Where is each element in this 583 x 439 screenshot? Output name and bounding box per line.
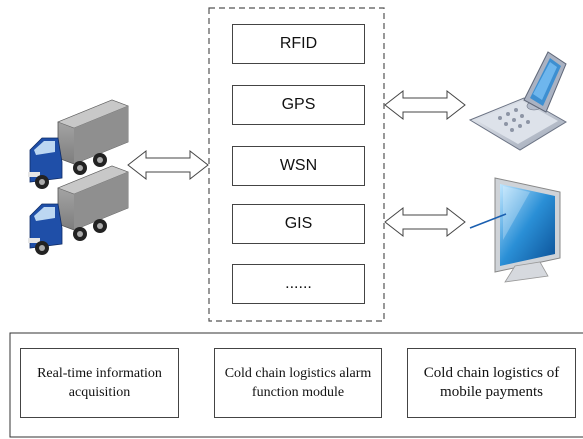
- function-panel-frame: [9, 332, 583, 438]
- mobile-phone-icon: [468, 51, 567, 151]
- refrigerated-truck-icon: [28, 165, 129, 255]
- function-box-alarm-module: Cold chain logistics alarm function modu…: [214, 348, 382, 418]
- computer-monitor-icon: [469, 177, 561, 283]
- double-arrow-trucks: [127, 149, 209, 181]
- tech-box-gis: GIS: [232, 204, 365, 244]
- technology-group-frame: [208, 7, 385, 322]
- double-arrow-phone: [384, 89, 466, 121]
- function-box-realtime-acquisition: Real-time information acquisition: [20, 348, 179, 418]
- refrigerated-truck-icon: [28, 99, 129, 189]
- tech-box-more: ......: [232, 264, 365, 304]
- tech-box-wsn: WSN: [232, 146, 365, 186]
- double-arrow-monitor: [384, 206, 466, 238]
- tech-box-rfid: RFID: [232, 24, 365, 64]
- tech-box-gps: GPS: [232, 85, 365, 125]
- function-box-mobile-payments: Cold chain logistics of mobile payments: [407, 348, 576, 418]
